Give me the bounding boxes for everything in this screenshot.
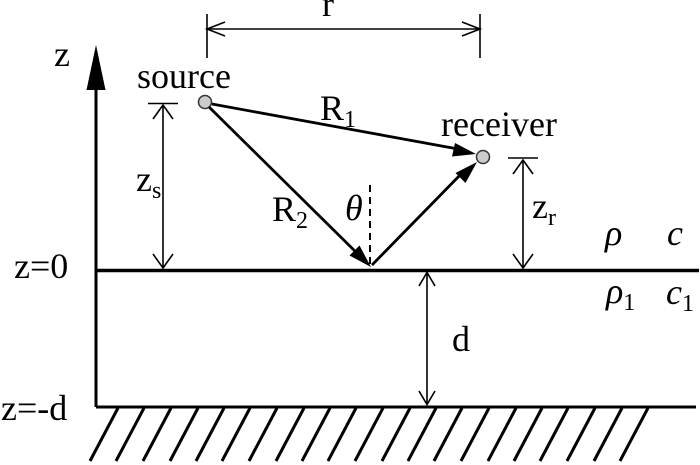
receiver-point xyxy=(475,149,491,165)
direct-ray-arrowhead-icon xyxy=(452,143,476,157)
thickness-label: d xyxy=(452,319,470,359)
reflected-ray-label: R2 xyxy=(272,189,308,234)
incidence-angle-label: θ xyxy=(345,188,363,228)
reflected-ray-incident-arrowhead-icon xyxy=(349,245,371,267)
z-axis-label: z xyxy=(54,34,70,74)
source-depth-up-arrow-icon xyxy=(152,103,174,120)
thickness-down-arrow-icon xyxy=(418,390,436,407)
direct-ray: R1 xyxy=(211,88,476,157)
range-dimension: r xyxy=(204,0,483,58)
lower-medium-properties: ρ1 c1 xyxy=(605,271,694,317)
lower-sound-speed-label-sub: 1 xyxy=(682,291,694,317)
source-label: source xyxy=(137,56,231,96)
reflected-ray-upgoing-arrowhead-icon xyxy=(455,162,477,183)
z-axis-arrowhead-icon xyxy=(86,45,106,90)
lower-density-label-sub: 1 xyxy=(623,290,635,316)
receiver-depth-label-main: z xyxy=(532,186,548,226)
receiver-label: receiver xyxy=(441,104,557,144)
lower-sound-speed-label-main: c xyxy=(666,272,682,312)
range-label: r xyxy=(322,0,334,24)
thickness-up-arrow-icon xyxy=(418,270,436,287)
range-right-arrow-icon xyxy=(461,21,483,37)
reflected-ray-incident-line xyxy=(208,106,365,261)
source-point xyxy=(197,94,213,110)
upper-medium-properties: ρ c xyxy=(604,213,683,253)
lower-density-label: ρ1 xyxy=(605,271,635,316)
source-depth-label: zs xyxy=(136,159,161,204)
reflected-ray-upgoing-line xyxy=(370,169,467,266)
reflected-ray-label-sub: 2 xyxy=(296,208,308,234)
direct-ray-line xyxy=(211,102,459,151)
receiver-depth-up-arrow-icon xyxy=(512,158,534,175)
source-depth-label-main: z xyxy=(136,159,152,199)
reflected-ray-label-main: R xyxy=(272,189,296,229)
thickness-dimension: d xyxy=(418,270,470,407)
direct-ray-label: R1 xyxy=(320,88,356,133)
receiver-depth-label: zr xyxy=(532,186,556,231)
bottom-equation-label: z=-d xyxy=(1,388,67,428)
source-depth-dimension: zs xyxy=(136,102,178,270)
surface-equation-label: z=0 xyxy=(14,246,68,286)
seafloor-hatching xyxy=(88,407,650,462)
direct-ray-label-sub: 1 xyxy=(344,107,356,133)
receiver-depth-dimension: zr xyxy=(508,157,556,270)
source-depth-down-arrow-icon xyxy=(152,253,174,270)
lower-sound-speed-label: c1 xyxy=(666,272,694,317)
reflected-ray: R2 xyxy=(208,106,477,267)
range-left-arrow-icon xyxy=(204,21,226,37)
direct-ray-label-main: R xyxy=(320,88,344,128)
upper-density-label: ρ xyxy=(604,213,622,253)
z-axis: z xyxy=(54,34,106,407)
lower-density-label-main: ρ xyxy=(605,271,623,311)
upper-sound-speed-label: c xyxy=(667,213,683,253)
receiver-depth-label-sub: r xyxy=(548,205,556,231)
source-depth-label-sub: s xyxy=(152,178,161,204)
receiver-depth-down-arrow-icon xyxy=(512,253,534,270)
